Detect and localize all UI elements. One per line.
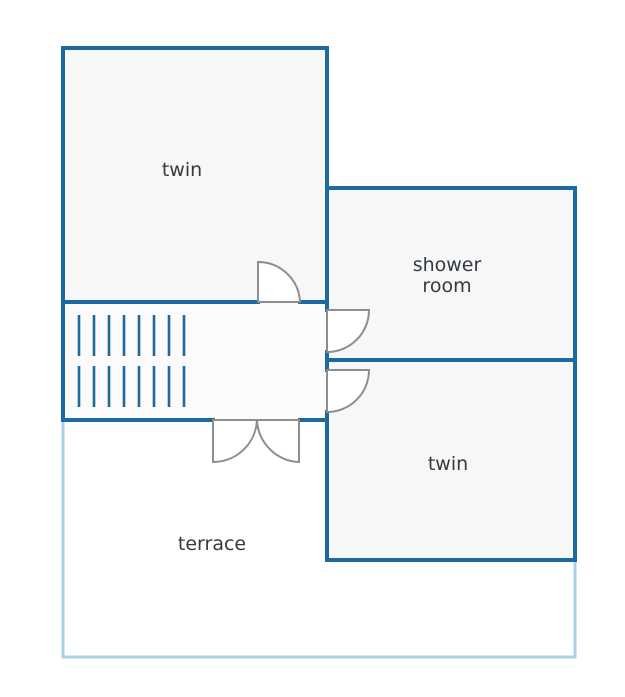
hallway-fill [63, 302, 327, 420]
room-shower-fill [327, 188, 575, 360]
door-swing-icon [326, 309, 371, 354]
label-terrace: terrace [178, 533, 246, 555]
door-swing-icon [326, 369, 371, 414]
walls [61, 46, 577, 562]
terrace-area [61, 420, 577, 659]
room-twin-bottom-fill [327, 360, 575, 560]
room-fills [63, 48, 575, 560]
label-twin-bottom: twin [428, 453, 468, 475]
staircase-icon [77, 315, 186, 407]
label-shower-room-line2: room [422, 275, 471, 297]
label-shower-room-line1: shower [413, 254, 482, 276]
room-twin-top-fill [63, 48, 327, 302]
door-swing-icon [257, 260, 302, 303]
doors [212, 260, 371, 464]
door-swing-icon [212, 419, 259, 464]
wall-twin-top [61, 46, 329, 304]
door-swing-icon [255, 419, 300, 464]
label-twin-top: twin [162, 159, 202, 181]
room-labels: twin shower room twin terrace [162, 159, 482, 555]
wall-east-rooms [325, 186, 577, 562]
